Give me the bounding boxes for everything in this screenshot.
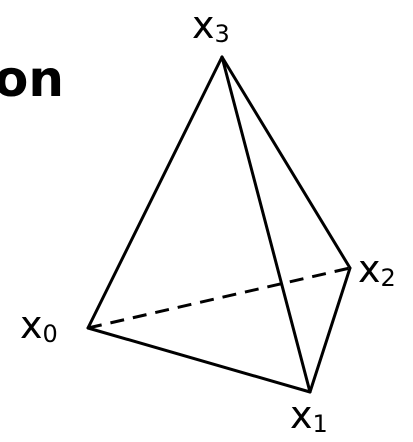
edge-x0-x1 — [86, 326, 312, 394]
edge-x0-x3 — [86, 55, 224, 330]
vertex-label-x3: x3 — [192, 3, 230, 48]
edge-x2-x3 — [220, 55, 352, 270]
edge-x0-x2-hidden — [87, 266, 351, 330]
edges — [86, 55, 352, 394]
heading-fragment: on — [0, 50, 64, 108]
vertex-label-x1: x1 — [290, 393, 328, 438]
vertex-label-x0: x0 — [20, 303, 58, 348]
vertex-labels: x3 x2 x0 x1 — [20, 3, 396, 438]
edge-x1-x3 — [220, 55, 312, 394]
edge-x1-x2 — [308, 266, 352, 394]
vertex-label-x2: x2 — [358, 247, 396, 292]
